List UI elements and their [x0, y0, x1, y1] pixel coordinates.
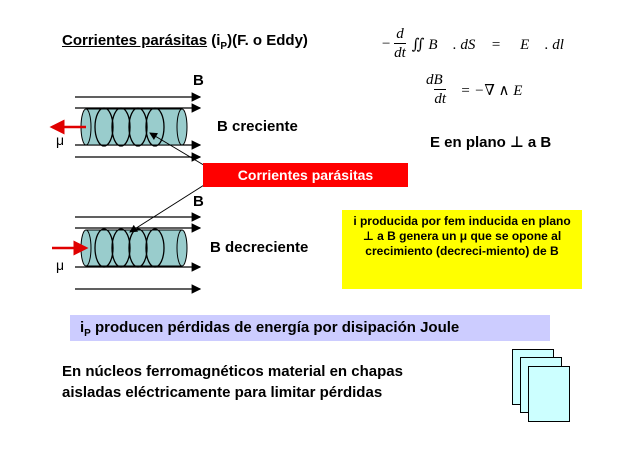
core-cylinder-top — [80, 107, 188, 147]
label-e-en-plano: E en plano ⊥ a B — [430, 134, 552, 151]
eq1-numerator: d — [396, 26, 404, 42]
eq1-body: ∬ B⃗ . dS⃗ = ∮ E⃗ . dl⃗ — [411, 36, 576, 53]
label-mu-top: μ — [56, 132, 65, 148]
pointer-line-bottom — [129, 179, 213, 233]
core-cylinder-bottom — [80, 228, 188, 268]
laminated-core-line2: aisladas eléctricamente para limitar pér… — [62, 384, 383, 401]
eq1-denominator: dt — [394, 43, 406, 61]
slide-title: Corrientes parásitas (iP)(F. o Eddy) — [62, 32, 308, 52]
title-sub: P — [220, 41, 228, 52]
eddy-currents-callout: Corrientes parásitas — [203, 163, 408, 187]
banner-rest: producen pérdidas de energía por disipac… — [90, 319, 460, 336]
pointer-line-top — [149, 132, 213, 171]
title-underlined: Corrientes parásitas — [62, 32, 208, 49]
label-b-decreciente: B decreciente — [210, 239, 309, 256]
title-prefix: (i — [207, 32, 221, 49]
banner-sub: P — [84, 328, 91, 339]
label-b-top: B — [193, 72, 204, 89]
laminated-core-note: En núcleos ferromagnéticos material en c… — [62, 361, 403, 403]
equation-faraday: − d dt ∬ B⃗ . dS⃗ = ∮ E⃗ . dl⃗ — [381, 26, 576, 61]
equation-curl: dB⃗ dt = −∇ ∧ E⃗ — [426, 72, 534, 108]
label-b-creciente: B creciente — [217, 118, 298, 135]
eq2-denominator: dt — [434, 89, 446, 107]
laminated-core-line1: En núcleos ferromagnéticos material en c… — [62, 363, 403, 380]
title-suffix: )(F. o Eddy) — [227, 32, 308, 49]
joule-losses-banner: iP producen pérdidas de energía por disi… — [70, 315, 550, 341]
label-b-bottom: B — [193, 193, 204, 210]
eq2-numerator: dB⃗ — [426, 72, 455, 88]
banner-i: i — [80, 319, 85, 336]
induced-current-note: i producida por fem inducida en plano ⊥ … — [342, 210, 582, 289]
eq2-body: = −∇ ∧ E⃗ — [460, 82, 535, 99]
label-mu-bottom: μ — [56, 257, 65, 273]
lamination-sheet-icon — [528, 366, 570, 422]
